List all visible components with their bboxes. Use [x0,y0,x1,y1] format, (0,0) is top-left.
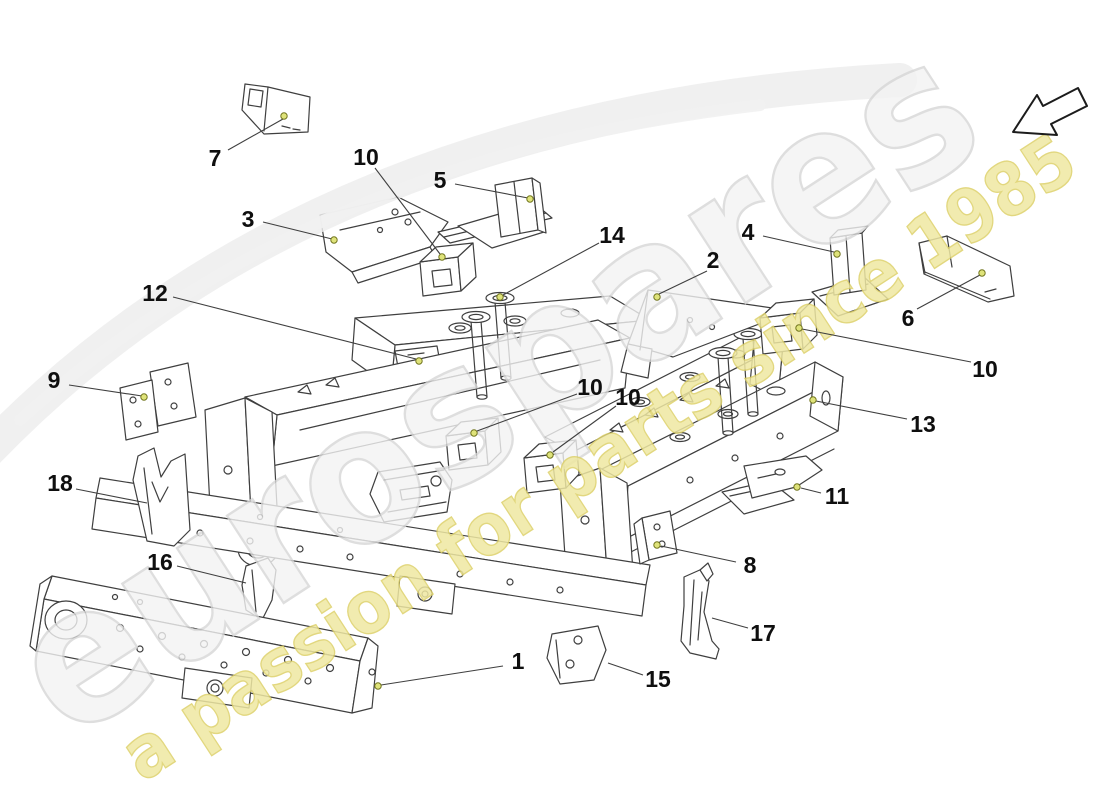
part-number-1: 1 [512,648,525,674]
part-6-shape [918,235,1015,303]
part-number-10: 10 [615,384,641,410]
leader-dot-part-6 [978,269,986,277]
leader-dot-part-4 [833,250,841,258]
part-9-shape [119,362,197,441]
part-16-shape [241,557,277,621]
leader-dot-part-13 [809,396,817,404]
leader-dot-part-12 [415,357,423,365]
leader-dot-part-3 [330,236,338,244]
part-number-13: 13 [910,411,936,437]
leader-dot-part-14 [496,293,504,301]
part-10-cube-top [419,242,477,297]
leader-line-part-4 [762,235,835,253]
part-number-8: 8 [744,552,757,578]
right-rail-part13 [599,361,844,559]
leader-dot-part-10 [438,253,446,261]
part-number-10: 10 [972,356,998,382]
watermark-swoosh-inner [14,99,766,426]
leader-dot-part-11 [793,483,801,491]
part-4-shape [811,225,889,317]
part-7-shape [241,83,311,135]
leader-line-part-10 [374,167,441,255]
leader-line-part-10 [552,405,617,453]
part-11-shape [721,455,823,515]
callouts-layer: 7 3 10 5 14 24 6 10 12 9 10 10 13 18 11 16 8 17 1 15 [47,112,998,692]
part-17-shape [680,562,720,660]
leader-line-part-3 [262,221,333,240]
part-number-10: 10 [353,144,379,170]
part-number-18: 18 [47,470,73,496]
leader-dot-part-10 [795,324,803,332]
part-1-front-rail [29,575,379,714]
leader-line-part-7 [227,118,284,151]
leader-line-part-8 [660,545,737,563]
leader-line-part-10 [801,328,972,363]
view-direction-arrow-icon [1012,87,1088,136]
chassis-exploded-drawing [29,83,1015,714]
part-number-16: 16 [147,549,173,575]
leader-line-part-17 [711,617,749,629]
leader-line-part-13 [815,400,908,420]
part-number-2: 2 [707,247,720,273]
leader-line-part-16 [176,565,247,584]
part-number-11: 11 [825,483,850,509]
leader-dot-part-2 [653,293,661,301]
leader-dot-part-10 [470,429,478,437]
leader-dot-part-8 [653,541,661,549]
part-5-shape [457,177,547,249]
leader-dot-part-7 [280,112,288,120]
leader-line-part-5 [454,183,529,199]
part-number-12: 12 [142,280,168,306]
part-number-10: 10 [577,374,603,400]
leader-dot-part-9 [140,393,148,401]
part-10-cube-mid-left [445,417,502,471]
part-18-shape [132,447,191,547]
leader-line-part-14 [502,242,600,296]
part-10-cube-mid-right [523,439,580,494]
leader-dot-part-1 [374,682,382,690]
leader-line-part-1 [380,665,504,686]
weld-tabs [297,377,730,433]
part-number-3: 3 [242,206,255,232]
part-15-shape [546,625,607,685]
leader-dot-part-10 [546,451,554,459]
leader-line-part-10 [476,393,578,432]
leader-line-part-11 [800,487,822,494]
leader-line-part-2 [658,270,708,295]
part-number-5: 5 [434,167,447,193]
part-number-9: 9 [48,367,61,393]
leader-line-part-9 [68,384,143,397]
part-number-4: 4 [742,219,755,245]
leader-line-part-15 [607,662,644,676]
center-latch-bracket [369,461,453,523]
part-number-15: 15 [645,666,671,692]
part-number-7: 7 [209,145,222,171]
leader-line-part-6 [916,274,981,310]
part-number-17: 17 [750,620,776,646]
part-10-cube-right [759,298,818,355]
part-8-shape [633,510,678,565]
leader-line-part-12 [172,296,417,360]
part-number-14: 14 [599,222,625,248]
lower-rail [91,477,651,617]
part-number-6: 6 [902,305,915,331]
leader-line-part-18 [75,488,148,504]
leader-dot-part-5 [526,195,534,203]
part-2-shape [620,289,794,379]
